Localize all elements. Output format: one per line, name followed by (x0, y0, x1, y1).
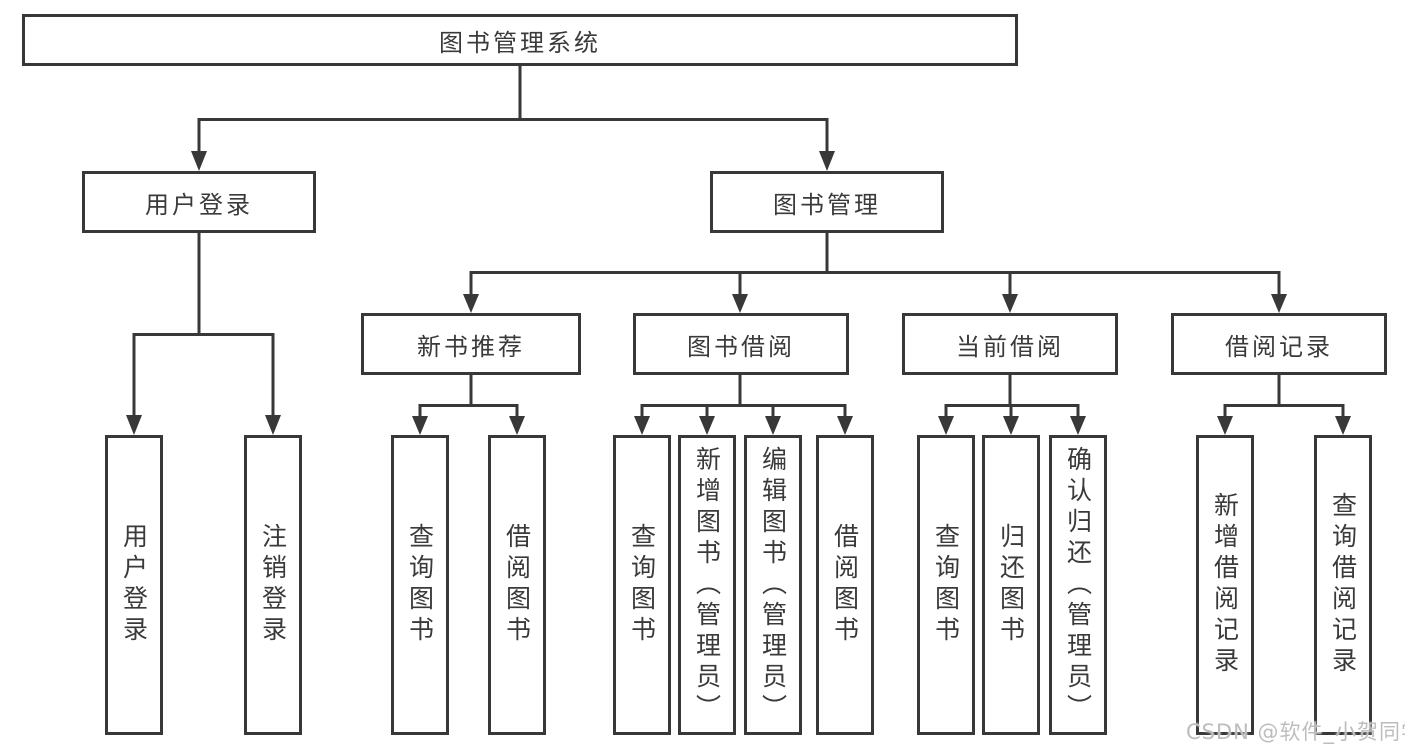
node-label: 图书管理 (773, 190, 881, 219)
arrowhead-icon (1271, 294, 1287, 313)
node-label: 图书借阅 (687, 332, 795, 361)
arrowhead-icon (1217, 416, 1233, 435)
node-label: 查询图书 (627, 523, 657, 647)
node-label: 归还图书 (996, 523, 1026, 647)
connector-current-borrowing-to-leaves (938, 375, 1086, 435)
arrowhead-icon (412, 416, 428, 435)
node-leaf-query-books-3: 查询图书 (917, 435, 975, 735)
node-label: 查询图书 (405, 523, 435, 647)
connector-root-to-level2 (191, 66, 835, 171)
arrowhead-icon (265, 415, 281, 435)
arrowhead-icon (938, 416, 954, 435)
arrowhead-icon (1002, 294, 1018, 313)
node-leaf-edit-books-admin: 编辑图书（管理员） (744, 435, 802, 735)
arrowhead-icon (634, 416, 650, 435)
node-leaf-query-books-2: 查询图书 (613, 435, 671, 735)
node-leaf-borrow-books-2: 借阅图书 (816, 435, 874, 735)
connector-new-books-to-leaves (412, 375, 525, 435)
node-leaf-logout: 注销登录 (244, 435, 302, 735)
node-leaf-confirm-return-admin: 确认归还（管理员） (1049, 435, 1107, 735)
connector-book-management-to-level3 (463, 233, 1287, 313)
node-leaf-query-books-1: 查询图书 (391, 435, 449, 735)
node-label: 确认归还（管理员） (1063, 445, 1093, 725)
node-label: 用户登录 (145, 190, 253, 219)
node-current-borrowing: 当前借阅 (902, 313, 1118, 375)
node-leaf-user-login: 用户登录 (105, 435, 163, 735)
node-label: 当前借阅 (956, 332, 1064, 361)
arrowhead-icon (765, 416, 781, 435)
connector-borrow-records-to-leaves (1217, 375, 1351, 435)
arrowhead-icon (819, 151, 835, 171)
node-book-management: 图书管理 (710, 171, 944, 233)
node-label: 借阅记录 (1225, 332, 1333, 361)
node-borrowing-records: 借阅记录 (1171, 313, 1387, 375)
node-label: 新书推荐 (417, 332, 525, 361)
connector-user-login-to-leaves (126, 233, 281, 435)
node-leaf-borrow-books-1: 借阅图书 (488, 435, 546, 735)
node-user-login: 用户登录 (82, 171, 316, 233)
arrowhead-icon (463, 294, 479, 313)
node-leaf-add-borrow-record: 新增借阅记录 (1196, 435, 1254, 735)
arrowhead-icon (1335, 416, 1351, 435)
node-label: 新增借阅记录 (1210, 492, 1240, 678)
arrowhead-icon (1003, 416, 1019, 435)
arrowhead-icon (837, 416, 853, 435)
arrowhead-icon (191, 151, 207, 171)
node-new-book-recommendation: 新书推荐 (361, 313, 581, 375)
csdn-watermark: CSDN @软件_小贺同学 (1186, 720, 1405, 744)
node-label: 注销登录 (258, 523, 288, 647)
node-leaf-query-borrow-record: 查询借阅记录 (1314, 435, 1372, 735)
node-label: 查询图书 (931, 523, 961, 647)
arrowhead-icon (509, 416, 525, 435)
node-label: 图书管理系统 (439, 28, 601, 57)
arrowhead-icon (1070, 416, 1086, 435)
node-label: 借阅图书 (502, 523, 532, 647)
node-label: 新增图书（管理员） (692, 445, 722, 725)
node-label: 编辑图书（管理员） (758, 445, 788, 725)
arrowhead-icon (699, 416, 715, 435)
node-label: 查询借阅记录 (1328, 492, 1358, 678)
node-book-borrowing: 图书借阅 (633, 313, 849, 375)
node-leaf-add-books-admin: 新增图书（管理员） (678, 435, 736, 735)
connector-book-borrowing-to-leaves (634, 375, 853, 435)
arrowhead-icon (126, 415, 142, 435)
node-root-library-system: 图书管理系统 (22, 14, 1018, 66)
node-label: 借阅图书 (830, 523, 860, 647)
node-leaf-return-books: 归还图书 (982, 435, 1040, 735)
arrowhead-icon (732, 294, 748, 313)
node-label: 用户登录 (119, 523, 149, 647)
